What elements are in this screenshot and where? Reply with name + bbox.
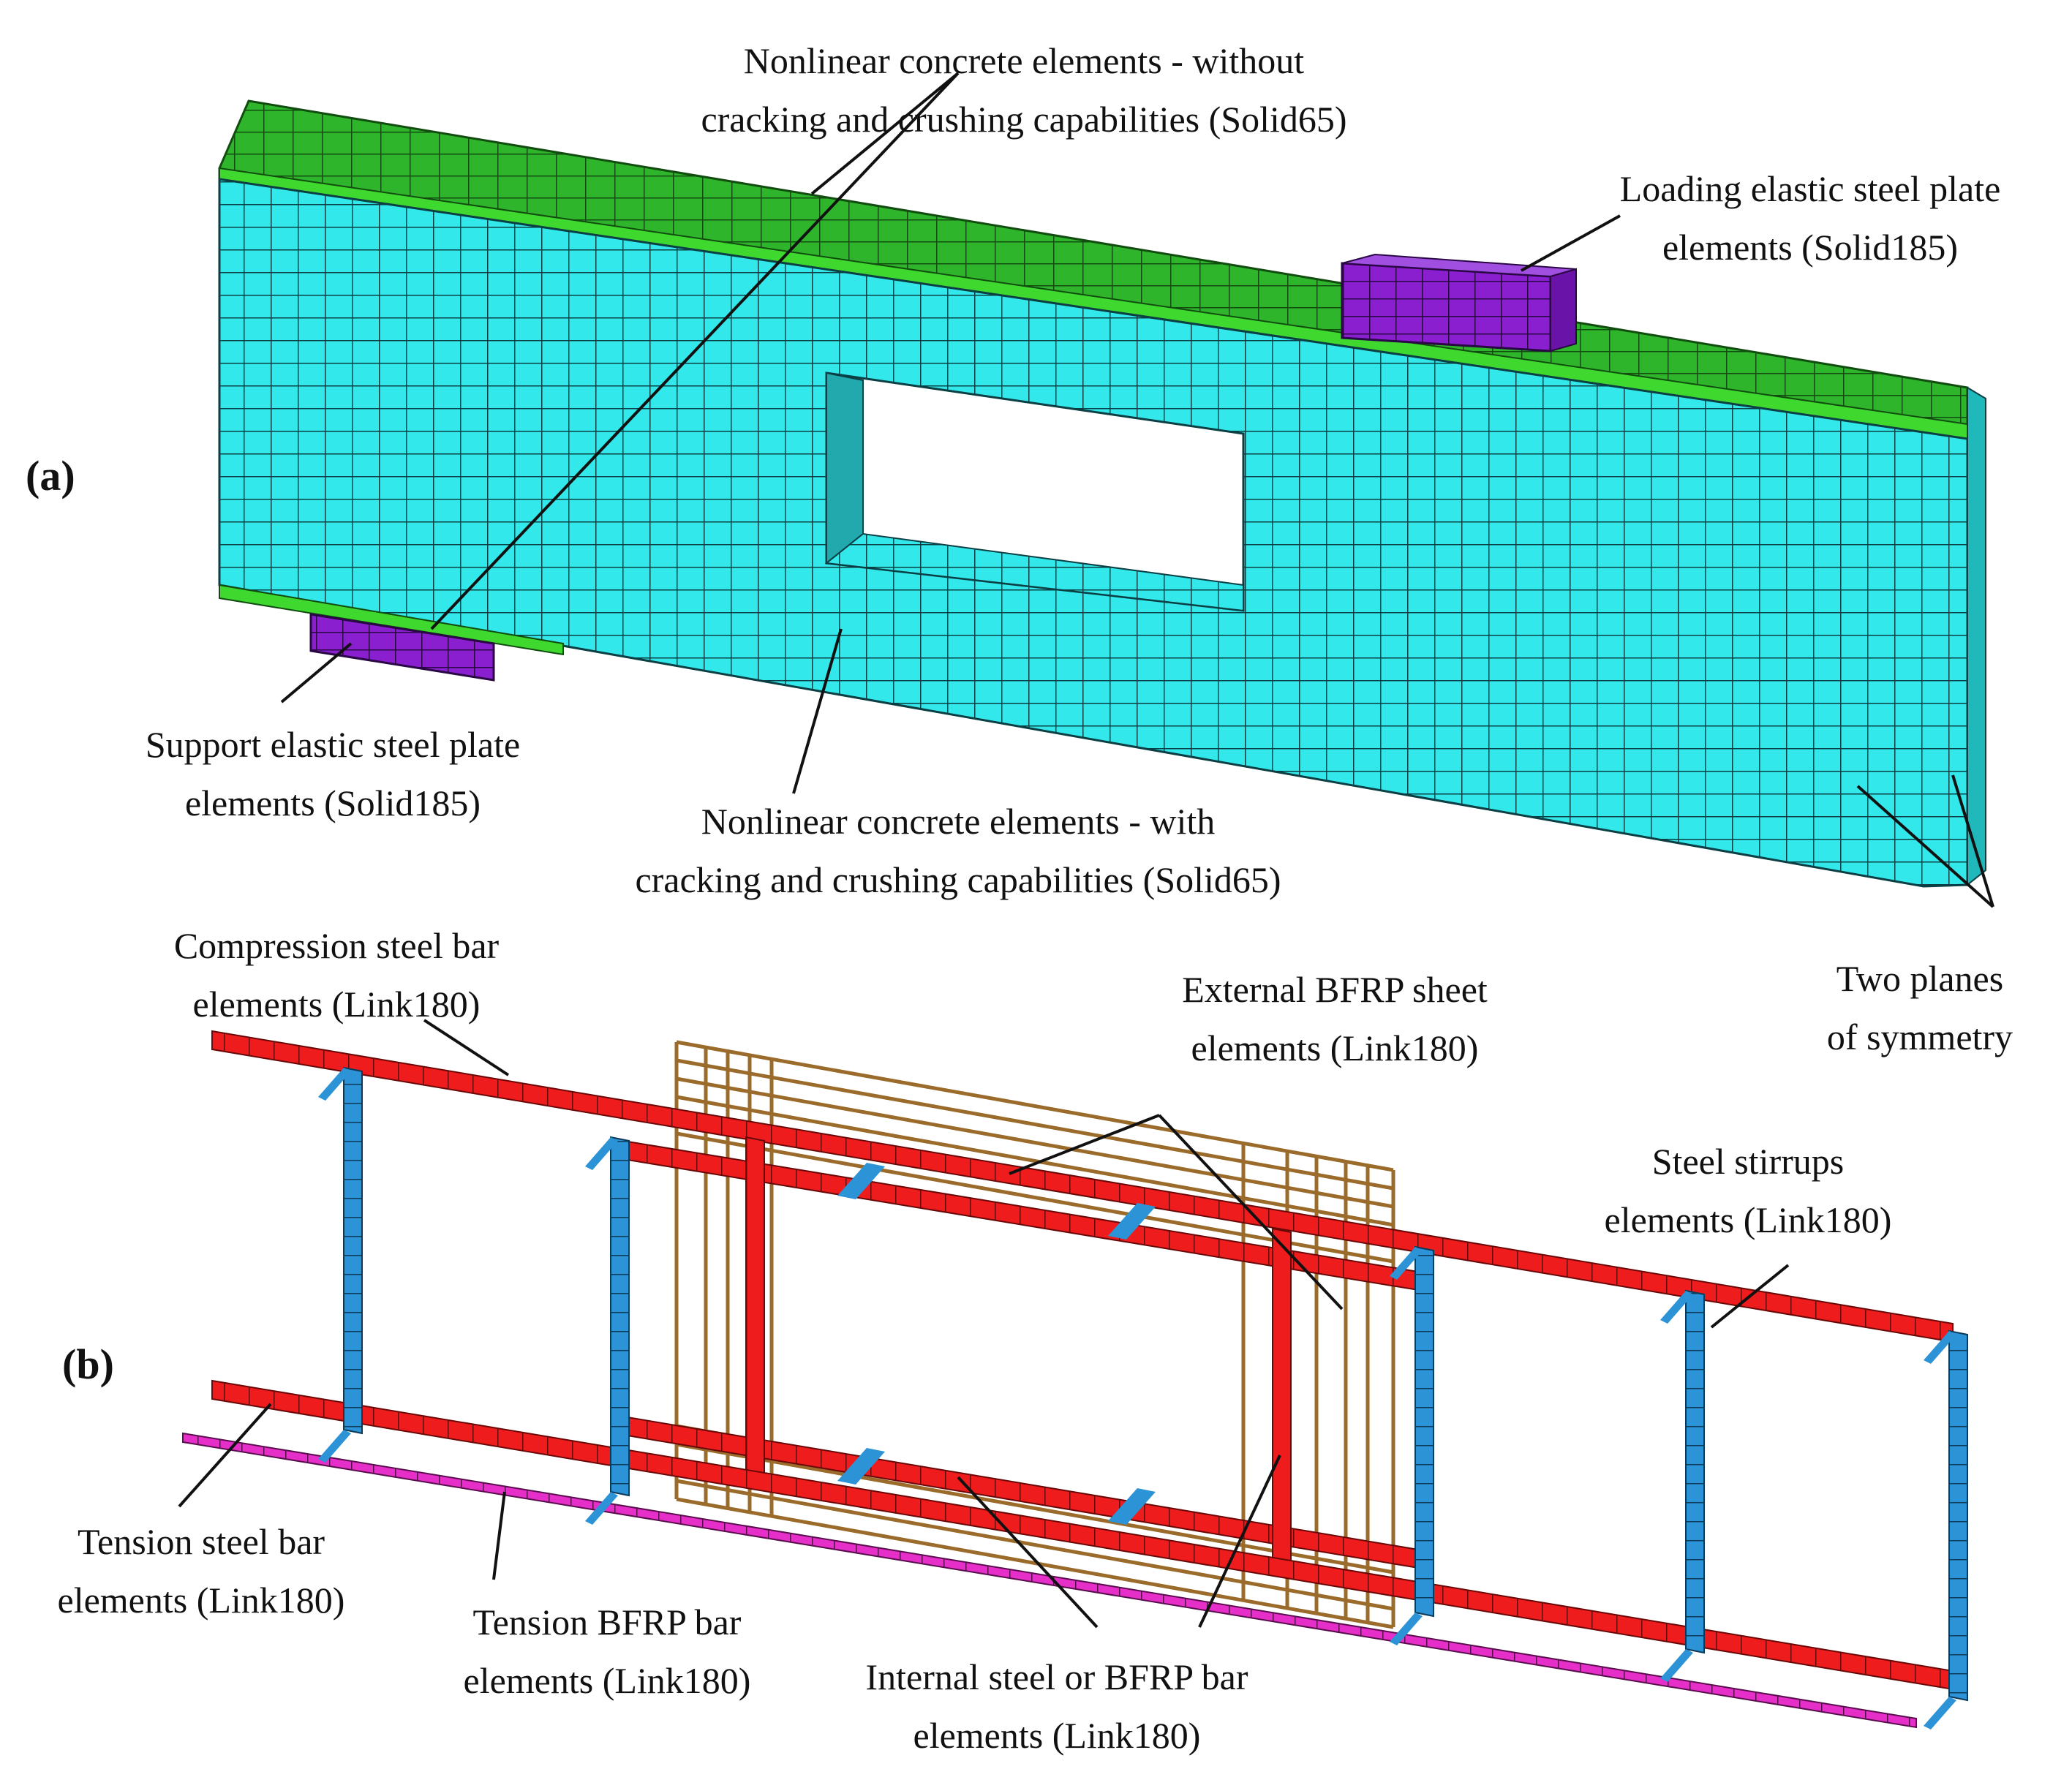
label-tension-steel-line2: elements (Link180) xyxy=(58,1580,345,1621)
bottom-flange-left xyxy=(219,584,564,656)
panel-label-a: (a) xyxy=(26,452,75,499)
stirrup xyxy=(318,1066,363,1463)
label-stirrups-line2: elements (Link180) xyxy=(1605,1199,1892,1240)
opening-left-face xyxy=(826,371,864,565)
label-symmetry-line1: Two planes xyxy=(1836,958,2003,999)
beam-end-face xyxy=(1967,386,1986,887)
internal-bar-vertical-right xyxy=(1272,1227,1292,1577)
stirrup xyxy=(1390,1245,1434,1645)
stirrup xyxy=(1924,1329,1968,1730)
label-tension-bfrp-line1: Tension BFRP bar xyxy=(473,1602,742,1642)
panel-label-b: (b) xyxy=(62,1340,114,1388)
label-compression-bar-line2: elements (Link180) xyxy=(193,984,481,1025)
label-internal-bar-line2: elements (Link180) xyxy=(913,1715,1201,1756)
label-bfrp-sheet-line2: elements (Link180) xyxy=(1191,1027,1479,1068)
label-tension-bfrp-line2: elements (Link180) xyxy=(464,1660,751,1701)
loading-steel-plate xyxy=(1341,253,1577,352)
annotation-labels: Nonlinear concrete elements - without cr… xyxy=(58,40,2013,1756)
label-concrete-with-line1: Nonlinear concrete elements - with xyxy=(701,801,1216,842)
beam-mesh-model xyxy=(218,99,1986,888)
label-bfrp-sheet-line1: External BFRP sheet xyxy=(1182,969,1488,1010)
label-compression-bar-line1: Compression steel bar xyxy=(174,925,500,966)
label-support-plate-line1: Support elastic steel plate xyxy=(146,724,520,765)
label-concrete-without-line1: Nonlinear concrete elements - without xyxy=(744,40,1304,81)
label-loading-plate-line1: Loading elastic steel plate xyxy=(1620,168,2001,209)
tension-bfrp-bar xyxy=(182,1432,1917,1729)
stirrup xyxy=(837,1163,885,1485)
stirrup xyxy=(1660,1289,1705,1682)
stirrup xyxy=(1108,1203,1156,1525)
label-symmetry-line2: of symmetry xyxy=(1827,1016,2013,1057)
label-loading-plate-line2: elements (Solid185) xyxy=(1662,227,1958,268)
label-concrete-without-line2: cracking and crushing capabilities (Soli… xyxy=(701,99,1346,140)
label-internal-bar-line1: Internal steel or BFRP bar xyxy=(865,1656,1248,1697)
leader-lines xyxy=(178,72,1994,1629)
support-steel-plate xyxy=(309,613,495,682)
steel-stirrups xyxy=(318,1066,1968,1730)
label-support-plate-line2: elements (Solid185) xyxy=(185,782,481,823)
panel-labels: (a) (b) xyxy=(26,452,114,1388)
reinforcement-model xyxy=(182,1030,1968,1730)
label-concrete-with-line2: cracking and crushing capabilities (Soli… xyxy=(635,859,1281,900)
stirrup xyxy=(585,1136,630,1525)
internal-bar-vertical-left xyxy=(745,1136,765,1490)
label-stirrups-line1: Steel stirrups xyxy=(1652,1141,1844,1182)
label-tension-steel-line1: Tension steel bar xyxy=(78,1521,325,1562)
opening-bottom-face xyxy=(824,532,1244,612)
